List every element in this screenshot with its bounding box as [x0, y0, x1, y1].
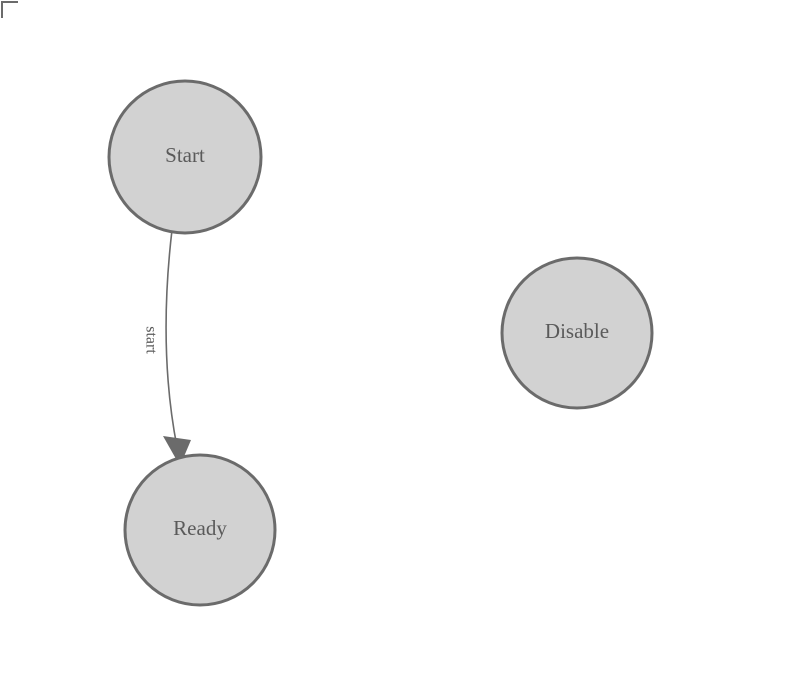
- node-disable[interactable]: Disable: [500, 256, 654, 410]
- edge-start-to-ready[interactable]: start: [142, 229, 191, 466]
- edge-path: [165, 229, 178, 448]
- node-label-ready: Ready: [173, 516, 227, 540]
- node-circle[interactable]: [107, 79, 263, 235]
- arrowhead-icon: [163, 436, 191, 466]
- top-left-corner-bracket-icon: [1, 1, 18, 18]
- edge-label-start: start: [142, 326, 159, 354]
- node-label-start: Start: [165, 143, 205, 167]
- node-circle[interactable]: [123, 453, 277, 607]
- node-circle[interactable]: [500, 256, 654, 410]
- node-label-disable: Disable: [545, 319, 609, 343]
- node-ready[interactable]: Ready: [123, 453, 277, 607]
- node-start[interactable]: Start: [107, 79, 263, 235]
